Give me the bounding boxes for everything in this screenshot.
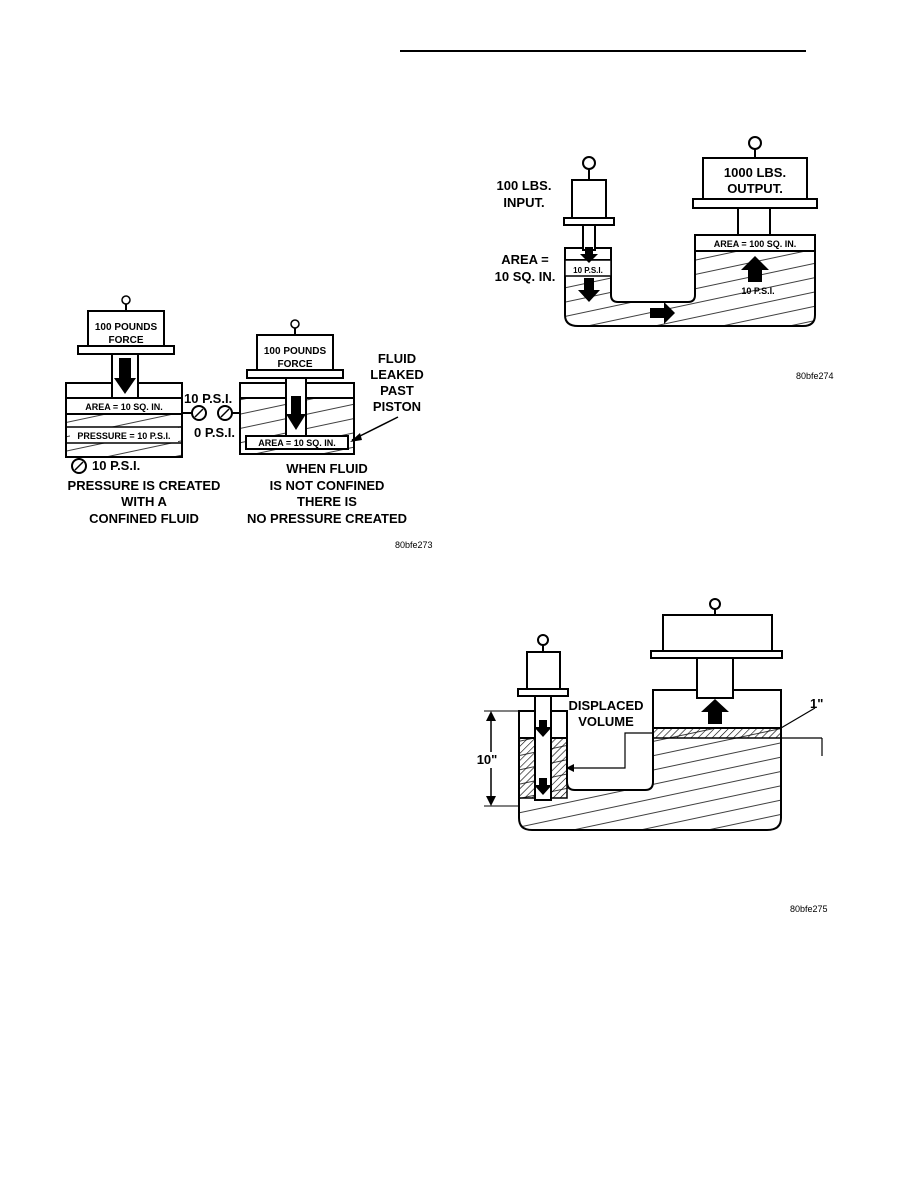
leak-label-1: FLUID [378,351,416,366]
large-piston-3 [650,598,783,724]
right-weight-label-1: 100 POUNDS [264,346,327,357]
leak-pointer-arrow-icon [350,416,399,442]
small-down-arrow-bottom-icon [534,778,552,795]
caption-left-1: PRESSURE IS CREATED [68,478,221,493]
caption-right-4: NO PRESSURE CREATED [247,511,407,526]
right-cylinder: AREA = 10 SQ. IN. [239,377,355,455]
large-up-arrow-3-icon [701,699,729,724]
side-gauge-icon-right [217,405,240,421]
side-gauge-reading-left: 10 P.S.I. [184,391,232,406]
displaced-label-2: VOLUME [578,714,634,729]
vessel-3 [518,689,782,831]
side-gauge-icon-left [182,405,207,421]
input-label-1: 100 LBS. [497,178,552,193]
side-gauge-reading-right: 0 P.S.I. [194,425,235,440]
one-inch-label: 1" [810,696,823,711]
right-weight-label-2: FORCE [278,359,313,370]
figure-confined-fluid: 100 POUNDS FORCE AREA = 10 SQ. IN. PRESS… [65,295,433,550]
input-label-2: INPUT. [503,195,544,210]
left-cylinder: AREA = 10 SQ. IN. PRESSURE = 10 P.S.I. [65,353,183,458]
bottom-gauge-icon [71,457,87,474]
caption-right-1: WHEN FLUID [286,461,368,476]
bottom-gauge-reading: 10 P.S.I. [92,458,140,473]
output-label-1: 1000 LBS. [724,165,786,180]
small-piston-push-arrow-icon [578,278,600,302]
figure-id-274: 80bfe274 [796,371,834,381]
header-rule [400,50,806,52]
area-label-1: AREA = [501,252,549,267]
output-area-label: AREA = 100 SQ. IN. [714,239,796,249]
small-piston [563,156,615,302]
left-weight: 100 POUNDS FORCE [77,295,175,355]
displaced-label-1: DISPLACED [568,698,643,713]
vessel-2 [564,234,816,327]
leak-label-4: PISTON [373,399,421,414]
ten-inch-dimension-icon [484,710,519,807]
small-piston-3 [517,634,569,801]
left-pressure-label: PRESSURE = 10 P.S.I. [77,431,170,441]
right-down-arrow-icon [286,396,306,430]
small-down-arrow-top-icon [534,720,552,737]
leak-label-2: LEAKED [370,367,423,382]
figure-displaced-volume: 10" 1" DISPLACED VOLUME 80bfe275 [473,598,828,914]
caption-right-3: THERE IS [297,494,357,509]
left-weight-label-1: 100 POUNDS [95,322,158,333]
small-down-arrow-icon [580,247,598,263]
large-up-arrow-icon [741,256,769,282]
caption-right-2: IS NOT CONFINED [270,478,385,493]
figure-force-multiplication: 100 LBS. INPUT. AREA = 10 SQ. IN. 10 P.S… [495,136,834,381]
large-psi-label: 10 P.S.I. [741,286,774,296]
right-area-label: AREA = 10 SQ. IN. [258,438,335,448]
right-weight: 100 POUNDS FORCE [246,319,344,379]
displaced-leader-arrow-icon [566,732,653,772]
leak-label-3: PAST [380,383,414,398]
left-weight-label-2: FORCE [109,335,144,346]
figure-id-275: 80bfe275 [790,904,828,914]
caption-left-2: WITH A [121,494,167,509]
left-down-arrow-icon [114,358,136,394]
small-psi-label: 10 P.S.I. [573,266,603,275]
caption-left-3: CONFINED FLUID [89,511,199,526]
figure-id-273: 80bfe273 [395,540,433,550]
flow-right-arrow-icon [650,302,675,324]
output-label-2: OUTPUT. [727,181,783,196]
one-inch-dimension-icon [780,707,823,756]
area-label-2: 10 SQ. IN. [495,269,556,284]
large-piston [650,136,818,324]
ten-inch-label: 10" [477,752,498,767]
left-area-label: AREA = 10 SQ. IN. [85,402,162,412]
